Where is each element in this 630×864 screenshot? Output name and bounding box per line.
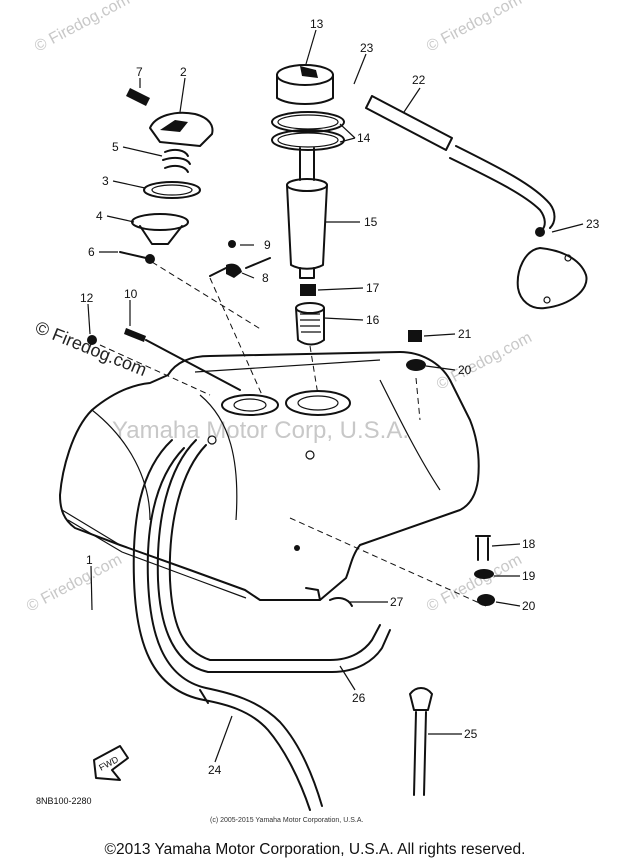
watermark-site: © Firedog.com	[24, 551, 125, 615]
callout-2: 2	[180, 65, 187, 79]
callout-27: 27	[390, 595, 404, 609]
callout-9: 9	[264, 238, 271, 252]
callout-4: 4	[96, 209, 103, 223]
callout-21: 21	[458, 327, 472, 341]
hose-26	[156, 439, 391, 673]
callout-14: 14	[357, 131, 371, 145]
small-copyright: (c) 2005-2015 Yamaha Motor Corporation, …	[210, 817, 363, 824]
callout-23-right: 23	[586, 217, 600, 231]
clip-parts	[209, 240, 271, 396]
callout-16: 16	[366, 313, 380, 327]
callout-23-top: 23	[360, 41, 374, 55]
leader-lines	[87, 29, 584, 763]
drawing-code: 8NB100-2280	[36, 796, 92, 806]
dipstick	[409, 687, 433, 796]
callout-7: 7	[136, 65, 143, 79]
watermarks: © Firedog.com © Firedog.com © Firedog.co…	[24, 0, 535, 616]
left-bolts	[99, 328, 241, 396]
callout-13: 13	[310, 17, 324, 31]
callout-20-lower: 20	[522, 599, 536, 613]
watermark-site: © Firedog.com	[434, 329, 535, 393]
callout-20-upper: 20	[458, 363, 472, 377]
watermark-site: © Firedog.com	[424, 551, 525, 615]
callout-18: 18	[522, 537, 536, 551]
watermark-site: © Firedog.com	[424, 0, 525, 56]
callout-8: 8	[262, 271, 269, 285]
clamp-27	[329, 597, 353, 607]
callout-12: 12	[80, 291, 94, 305]
callout-26: 26	[352, 691, 366, 705]
callout-17: 17	[366, 281, 380, 295]
breather-plate	[516, 227, 588, 310]
callout-19: 19	[522, 569, 536, 583]
callout-10: 10	[124, 287, 138, 301]
callout-numbers: 7 2 5 3 4 6 9 8 10 12 13 23 22 14 15 23 …	[80, 17, 600, 777]
callout-15: 15	[364, 215, 378, 229]
callout-3: 3	[102, 174, 109, 188]
fuel-pump-assembly	[271, 64, 345, 396]
watermark-company: Yamaha Motor Corp, U.S.A.	[112, 417, 409, 444]
filler-cap-parts	[119, 88, 263, 331]
callout-6: 6	[88, 245, 95, 259]
callout-5: 5	[112, 140, 119, 154]
callout-25: 25	[464, 727, 478, 741]
hose-24	[132, 439, 323, 811]
hose-22	[365, 95, 556, 231]
right-fasteners	[289, 330, 495, 607]
watermark-site-main: © Firedog.com	[33, 317, 150, 380]
footer-copyright: ©2013 Yamaha Motor Corporation, U.S.A. A…	[104, 841, 526, 858]
callout-22: 22	[412, 73, 426, 87]
fuel-tank	[59, 335, 480, 601]
forward-arrow-icon: FWD	[93, 745, 129, 781]
callout-24: 24	[208, 763, 222, 777]
watermark-site: © Firedog.com	[32, 0, 133, 56]
callout-1: 1	[86, 553, 93, 567]
